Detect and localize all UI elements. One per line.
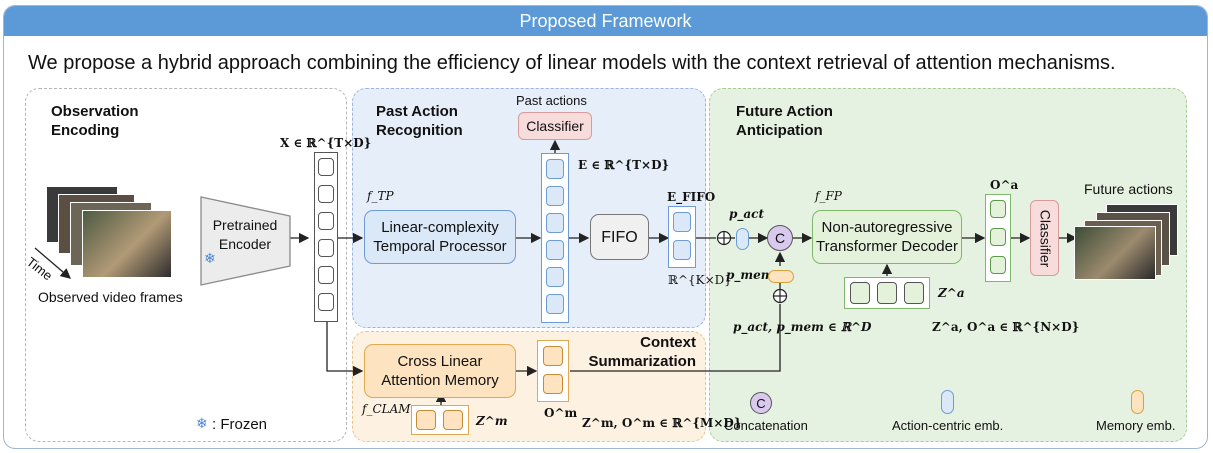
efifo-cell [673, 240, 691, 260]
past-title: Past Action Recognition [376, 103, 463, 139]
classifier-right-block: Classifier [1030, 200, 1059, 276]
za-oa-dim-label: Z^a, O^a ∈ ℝ^{N×D} [932, 320, 1080, 334]
temporal-processor-block: Linear-complexity Temporal Processor [364, 210, 516, 264]
observation-panel [25, 88, 347, 442]
snowflake-icon: ❄ [204, 250, 216, 266]
feature-cell [318, 293, 334, 311]
oa-cell [990, 228, 1006, 246]
action-emb-legend-label: Action-centric emb. [892, 418, 1004, 433]
feature-cell [546, 186, 564, 206]
encoder-shape [200, 196, 291, 286]
feature-cell [546, 240, 564, 260]
concat-legend-label: Concatenation [724, 418, 808, 433]
f-tp-label: f_TP [367, 189, 394, 203]
p-act-embedding [736, 228, 749, 250]
zm-cell [416, 410, 436, 430]
oa-cell [990, 256, 1006, 274]
za-label: Z^a [938, 286, 965, 300]
zm-label: Z^m [476, 414, 508, 428]
p-mem-embedding [768, 270, 794, 283]
feature-cell [318, 239, 334, 257]
fifo-block: FIFO [590, 214, 649, 260]
concat-node: C [767, 225, 793, 251]
video-frames-stack [46, 186, 176, 278]
memory-emb-legend-icon [1131, 390, 1144, 414]
om-label: O^m [544, 406, 578, 420]
frozen-label: : Frozen [212, 416, 268, 433]
feature-cell [546, 159, 564, 179]
efifo-cell [673, 212, 691, 232]
feature-cell [318, 185, 334, 203]
memory-emb-legend-label: Memory emb. [1096, 418, 1176, 433]
future-actions-label: Future actions [1084, 181, 1173, 197]
past-actions-label: Past actions [516, 93, 587, 108]
f-clam-label: f_CLAM [362, 402, 411, 416]
snowflake-legend-icon: ❄ [196, 415, 208, 431]
zm-om-dim-label: Z^m, O^m ∈ ℝ^{M×D} [582, 416, 742, 430]
observation-title: Observation Encoding [51, 103, 139, 139]
future-frames-stack [1074, 204, 1186, 280]
e-dim-label: E ∈ ℝ^{T×D} [578, 158, 670, 172]
p-dims-label: p_act, p_mem ∈ ℝ^D [733, 320, 872, 334]
context-title: Context Summarization [588, 334, 696, 370]
feature-cell [546, 213, 564, 233]
intro-text: We propose a hybrid approach combining t… [28, 52, 1116, 74]
f-fp-label: f_FP [815, 189, 842, 203]
za-cell [877, 282, 897, 304]
za-cell [904, 282, 924, 304]
future-title: Future Action Anticipation [736, 103, 833, 139]
banner-title: Proposed Framework [4, 6, 1207, 36]
p-act-label: p_act [729, 207, 765, 221]
feature-cell [546, 294, 564, 314]
x-dim-label: X ∈ ℝ^{T×D} [280, 136, 372, 150]
feature-cell [318, 212, 334, 230]
feature-cell [318, 158, 334, 176]
observed-frames-label: Observed video frames [38, 289, 183, 305]
oa-cell [990, 200, 1006, 218]
feature-cell [546, 267, 564, 287]
om-cell [543, 374, 563, 394]
om-cell [543, 346, 563, 366]
decoder-block: Non-autoregressive Transformer Decoder [812, 210, 962, 264]
k-dim-label: ℝ^{K×D} [668, 273, 732, 287]
classifier-top-block: Classifier [518, 112, 592, 140]
oa-label: O^a [990, 178, 1019, 192]
za-cell [850, 282, 870, 304]
action-emb-legend-icon [941, 390, 954, 414]
p-mem-label: p_mem [726, 268, 774, 282]
encoder-label: Pretrained Encoder [212, 217, 278, 252]
clam-block: Cross Linear Attention Memory [364, 344, 516, 398]
e-fifo-label: E_FIFO [667, 190, 716, 204]
zm-cell [443, 410, 463, 430]
feature-cell [318, 266, 334, 284]
framework-figure: Proposed Framework [3, 5, 1208, 449]
concat-legend-icon: C [750, 392, 772, 414]
